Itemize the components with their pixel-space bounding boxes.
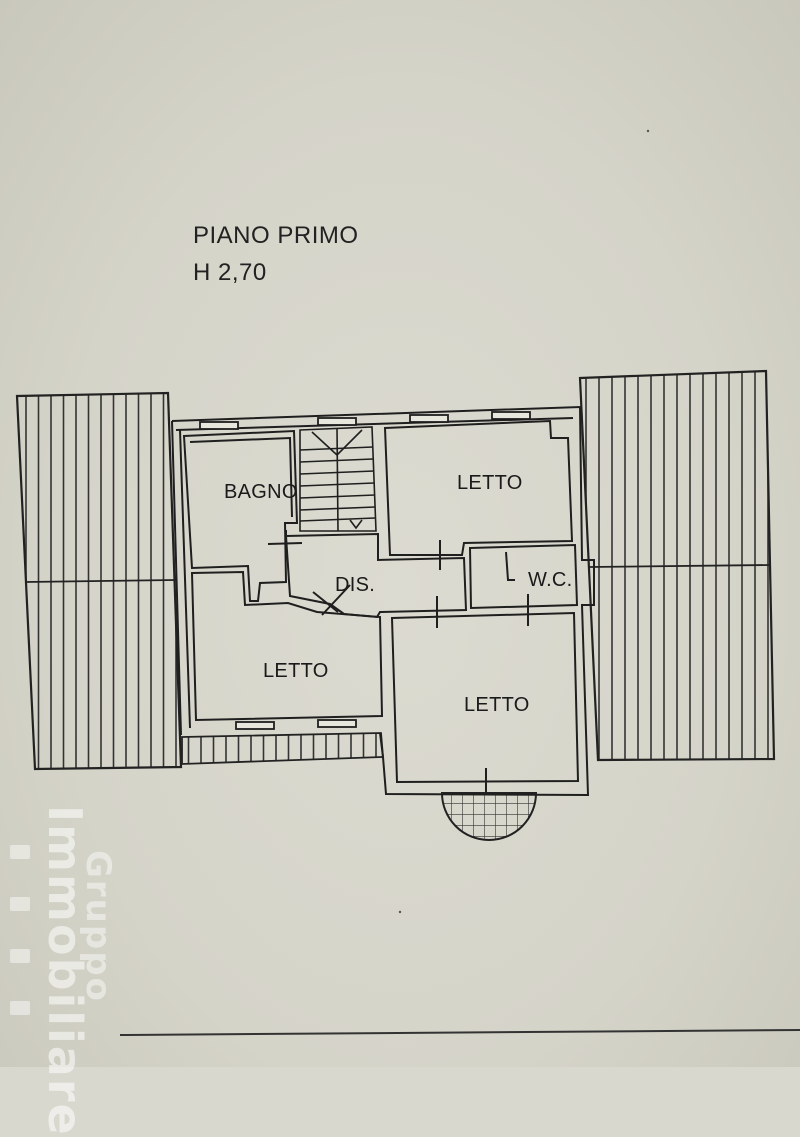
- bottom-balcony: [181, 732, 384, 765]
- room-wc: [436, 543, 579, 628]
- watermark-line-2: Gruppo: [78, 850, 118, 1003]
- house-icon: [10, 949, 30, 963]
- agency-watermark: Immobiliare Gruppo: [8, 805, 118, 1137]
- ceiling-height: H 2,70: [193, 259, 267, 286]
- scan-marks: [398, 129, 650, 914]
- label-dis: DIS.: [335, 574, 376, 596]
- label-wc: W.C.: [528, 569, 573, 591]
- room-bagno: [182, 429, 303, 602]
- label-letto-right: LETTO: [464, 694, 530, 716]
- staircase: [299, 426, 377, 532]
- room-letto-left: [190, 570, 384, 722]
- label-bagno: BAGNO: [224, 481, 298, 503]
- windows-top: [199, 411, 531, 730]
- tower-icon: [10, 1001, 30, 1015]
- right-roof-terrace: [578, 369, 776, 762]
- label-letto-top: LETTO: [457, 472, 523, 494]
- watermark-house-icons: [8, 845, 34, 1055]
- left-roof-terrace: [15, 391, 183, 771]
- page-bottom-line: [119, 1029, 800, 1036]
- floor-title: PIANO PRIMO: [193, 222, 359, 249]
- floor-plan: [15, 129, 800, 1036]
- round-balcony: [440, 792, 538, 841]
- label-letto-left: LETTO: [263, 660, 329, 682]
- house-icon: [10, 845, 30, 859]
- outer-walls: [171, 405, 595, 797]
- building-icon: [10, 897, 30, 911]
- room-letto-right: [390, 611, 580, 795]
- room-letto-top: [383, 419, 574, 570]
- room-disimpegno: [284, 532, 468, 619]
